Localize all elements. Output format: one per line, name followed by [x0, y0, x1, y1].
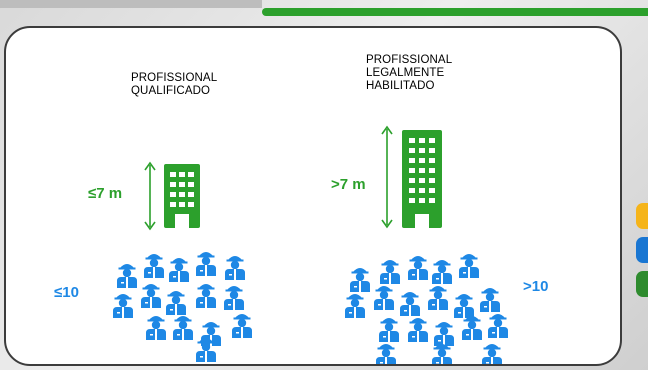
worker-hardhat-icon — [434, 322, 454, 346]
worker-hardhat-icon — [379, 318, 399, 342]
worker-hardhat-icon — [144, 254, 164, 278]
worker-hardhat-icon — [432, 260, 452, 284]
left-height-label: ≤7 m — [88, 185, 123, 202]
worker-hardhat-icon — [374, 286, 394, 310]
worker-hardhat-icon — [350, 268, 370, 292]
top-decor-bar-green — [262, 8, 648, 16]
right-heading-line-2: LEGALMENTE — [366, 67, 445, 79]
building-icon — [402, 130, 442, 228]
left-workers-label: ≤10 — [54, 284, 79, 301]
worker-hardhat-icon — [146, 316, 166, 340]
worker-hardhat-icon — [408, 318, 428, 342]
worker-hardhat-icon — [428, 286, 448, 310]
worker-hardhat-icon — [196, 284, 216, 308]
worker-hardhat-icon — [400, 292, 420, 316]
worker-hardhat-icon — [224, 286, 244, 310]
top-decor-bar-gray — [0, 0, 262, 8]
worker-hardhat-icon — [480, 288, 500, 312]
right-heading: PROFISSIONAL LEGALMENTE HABILITADO — [366, 54, 452, 93]
left-worker-crowd — [113, 252, 252, 362]
worker-hardhat-icon — [454, 294, 474, 318]
worker-hardhat-icon — [380, 260, 400, 284]
worker-hardhat-icon — [196, 252, 216, 276]
worker-hardhat-icon — [113, 294, 133, 318]
side-tab-green[interactable] — [636, 271, 648, 297]
building-icon — [164, 164, 200, 228]
slide-panel: PROFISSIONAL QUALIFICADO ≤7 m ≤10 PROFIS… — [4, 26, 622, 366]
right-worker-crowd — [345, 254, 508, 364]
worker-hardhat-icon — [117, 264, 137, 288]
worker-hardhat-icon — [432, 344, 452, 364]
side-tab-yellow[interactable] — [636, 203, 648, 229]
worker-hardhat-icon — [459, 254, 479, 278]
worker-hardhat-icon — [173, 316, 193, 340]
worker-hardhat-icon — [232, 314, 252, 338]
right-height-label: >7 m — [331, 176, 366, 193]
worker-hardhat-icon — [169, 258, 189, 282]
vertical-double-arrow-icon — [144, 161, 156, 231]
left-heading: PROFISSIONAL QUALIFICADO — [131, 72, 217, 98]
side-tab-blue[interactable] — [636, 237, 648, 263]
left-heading-line-2: QUALIFICADO — [131, 85, 211, 97]
worker-hardhat-icon — [462, 316, 482, 340]
left-heading-line-1: PROFISSIONAL — [131, 72, 218, 84]
worker-hardhat-icon — [166, 291, 186, 315]
worker-hardhat-icon — [345, 294, 365, 318]
worker-hardhat-icon — [196, 338, 216, 362]
worker-hardhat-icon — [376, 344, 396, 364]
worker-hardhat-icon — [488, 314, 508, 338]
right-heading-line-1: PROFISSIONAL — [366, 54, 453, 66]
worker-hardhat-icon — [225, 256, 245, 280]
right-heading-line-3: HABILITADO — [366, 80, 435, 92]
worker-hardhat-icon — [482, 344, 502, 364]
right-workers-label: >10 — [523, 278, 549, 295]
worker-hardhat-icon — [408, 256, 428, 280]
worker-hardhat-icon — [141, 284, 161, 308]
vertical-double-arrow-icon — [381, 125, 393, 229]
